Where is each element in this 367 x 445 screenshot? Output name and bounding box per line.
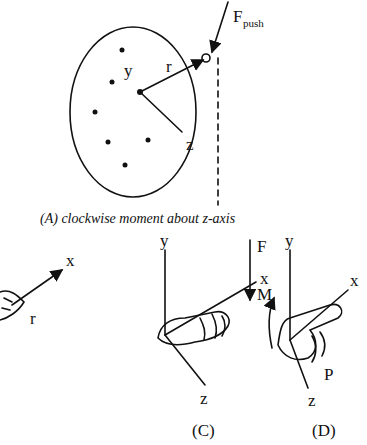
axis-label: z [186,136,194,153]
axis-label: y [285,232,294,249]
moment-label: M [257,286,272,303]
force-subscript: push [243,18,264,29]
axis-label: x [260,270,269,287]
figure-caption: (A) clockwise moment about z-axis [40,212,235,226]
axis-label: x [66,252,75,269]
figure-caption: (D) [312,422,336,439]
axis-label: y [160,232,169,249]
vector-label: r [166,58,172,75]
vector-label: r [30,310,36,327]
axis-label: z [200,390,208,407]
axis-label: z [308,392,316,409]
force-label: F [233,8,242,25]
point-label: P [324,366,333,383]
figure-caption: (C) [192,422,215,439]
axis-label: x [350,272,359,289]
force-label: F [257,238,266,255]
axis-label: y [124,62,133,79]
